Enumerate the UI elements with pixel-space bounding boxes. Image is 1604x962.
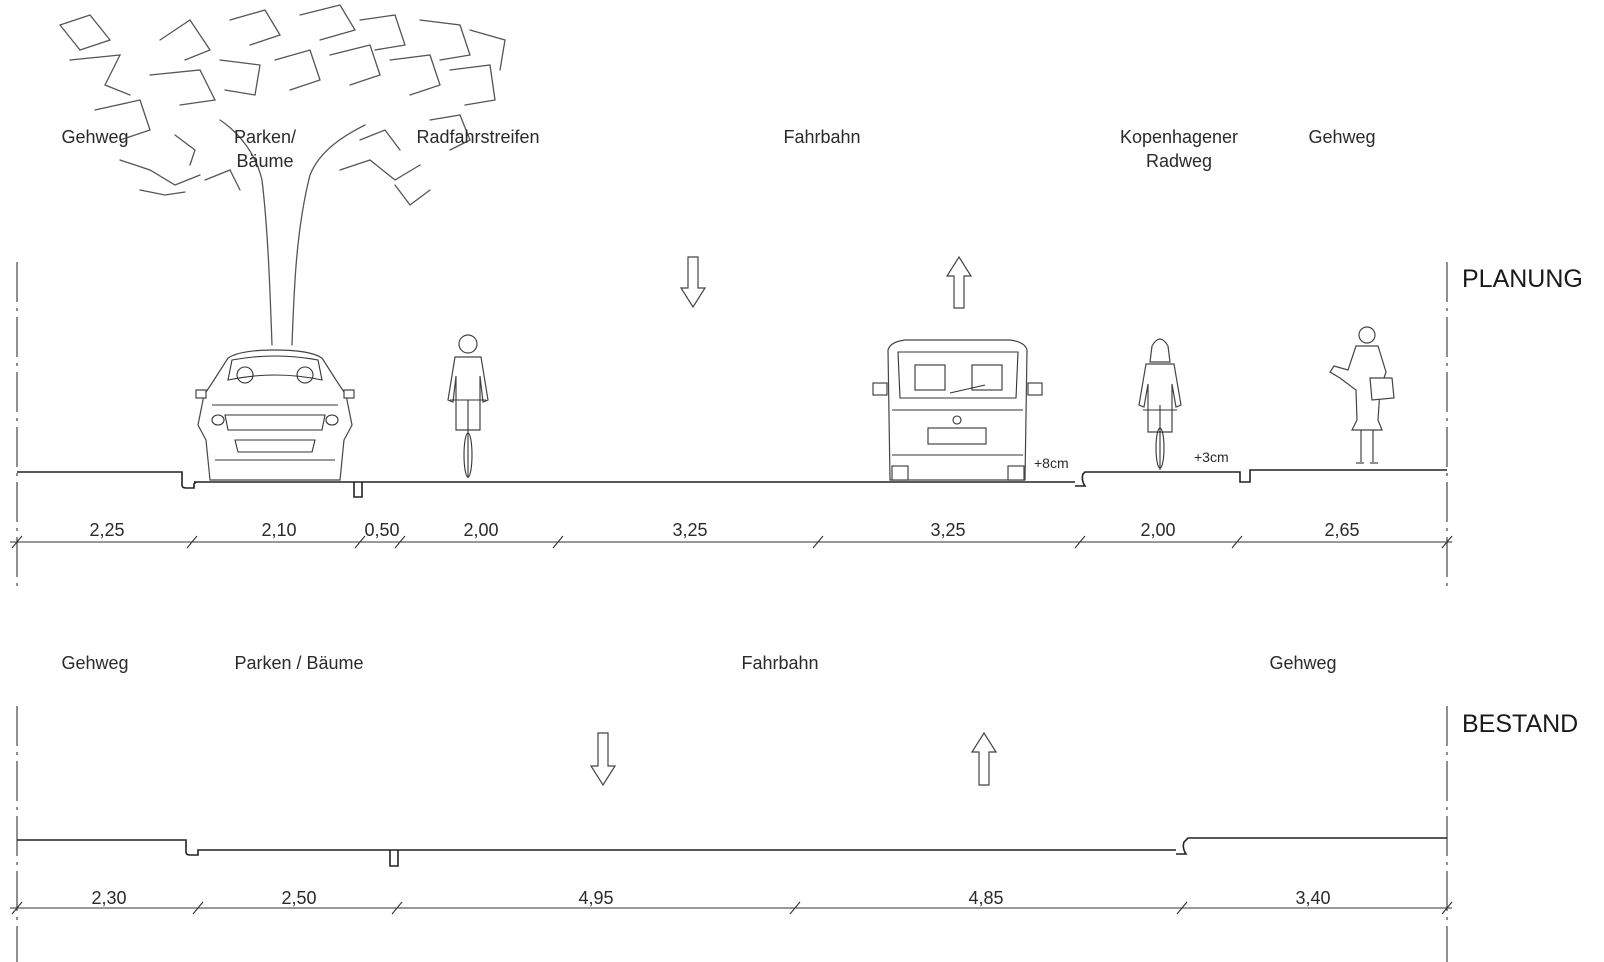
dim-bestand-3: 4,95 <box>578 888 613 908</box>
dim-bestand-1: 2,30 <box>91 888 126 908</box>
planung-section: Gehweg Parken/ Bäume Radfahrstreifen Fah… <box>10 4 1583 590</box>
label-bestand-gehweg-left: Gehweg <box>61 653 128 673</box>
label-parken-line1: Parken/ <box>234 127 296 147</box>
dim-bestand-4: 4,85 <box>968 888 1003 908</box>
tree-icon <box>58 4 506 346</box>
title-planung: PLANUNG <box>1462 265 1583 293</box>
dim-planung-3: 0,50 <box>364 520 399 540</box>
label-radfahrstreifen: Radfahrstreifen <box>416 127 539 147</box>
dim-bestand-5: 3,40 <box>1295 888 1330 908</box>
label-kopenhagener-line1: Kopenhagener <box>1120 127 1238 147</box>
dim-planung-6: 3,25 <box>930 520 965 540</box>
label-bestand-gehweg-right: Gehweg <box>1269 653 1336 673</box>
pedestrian-woman-icon <box>1329 326 1395 464</box>
van-rear-icon <box>872 339 1043 481</box>
arrow-down-icon <box>679 256 707 309</box>
label-gehweg-right: Gehweg <box>1308 127 1375 147</box>
arrow-up-icon <box>970 731 998 786</box>
dim-planung-2: 2,10 <box>261 520 296 540</box>
cyclist-woman-icon <box>1138 338 1182 470</box>
bestand-section: Gehweg Parken / Bäume Fahrbahn Gehweg BE… <box>10 653 1578 962</box>
car-front-icon <box>195 349 355 481</box>
label-bestand-parken: Parken / Bäume <box>234 653 363 673</box>
label-fahrbahn: Fahrbahn <box>783 127 860 147</box>
cyclist-icon <box>447 334 489 478</box>
note-curb-road: +8cm <box>1034 455 1069 471</box>
label-parken-line2: Bäume <box>236 151 293 171</box>
dim-planung-1: 2,25 <box>89 520 124 540</box>
note-curb-cycle: +3cm <box>1194 449 1229 465</box>
arrow-up-icon <box>945 255 973 309</box>
label-kopenhagener-line2: Radweg <box>1146 151 1212 171</box>
dim-planung-4: 2,00 <box>463 520 498 540</box>
dim-planung-8: 2,65 <box>1324 520 1359 540</box>
dim-bestand-2: 2,50 <box>281 888 316 908</box>
arrow-down-icon <box>589 732 617 787</box>
dimension-ticks-planung <box>11 535 1453 549</box>
dimension-ticks-bestand <box>11 901 1453 915</box>
label-gehweg-left: Gehweg <box>61 127 128 147</box>
dim-planung-7: 2,00 <box>1140 520 1175 540</box>
dim-planung-5: 3,25 <box>672 520 707 540</box>
label-bestand-fahrbahn: Fahrbahn <box>741 653 818 673</box>
title-bestand: BESTAND <box>1462 710 1578 738</box>
